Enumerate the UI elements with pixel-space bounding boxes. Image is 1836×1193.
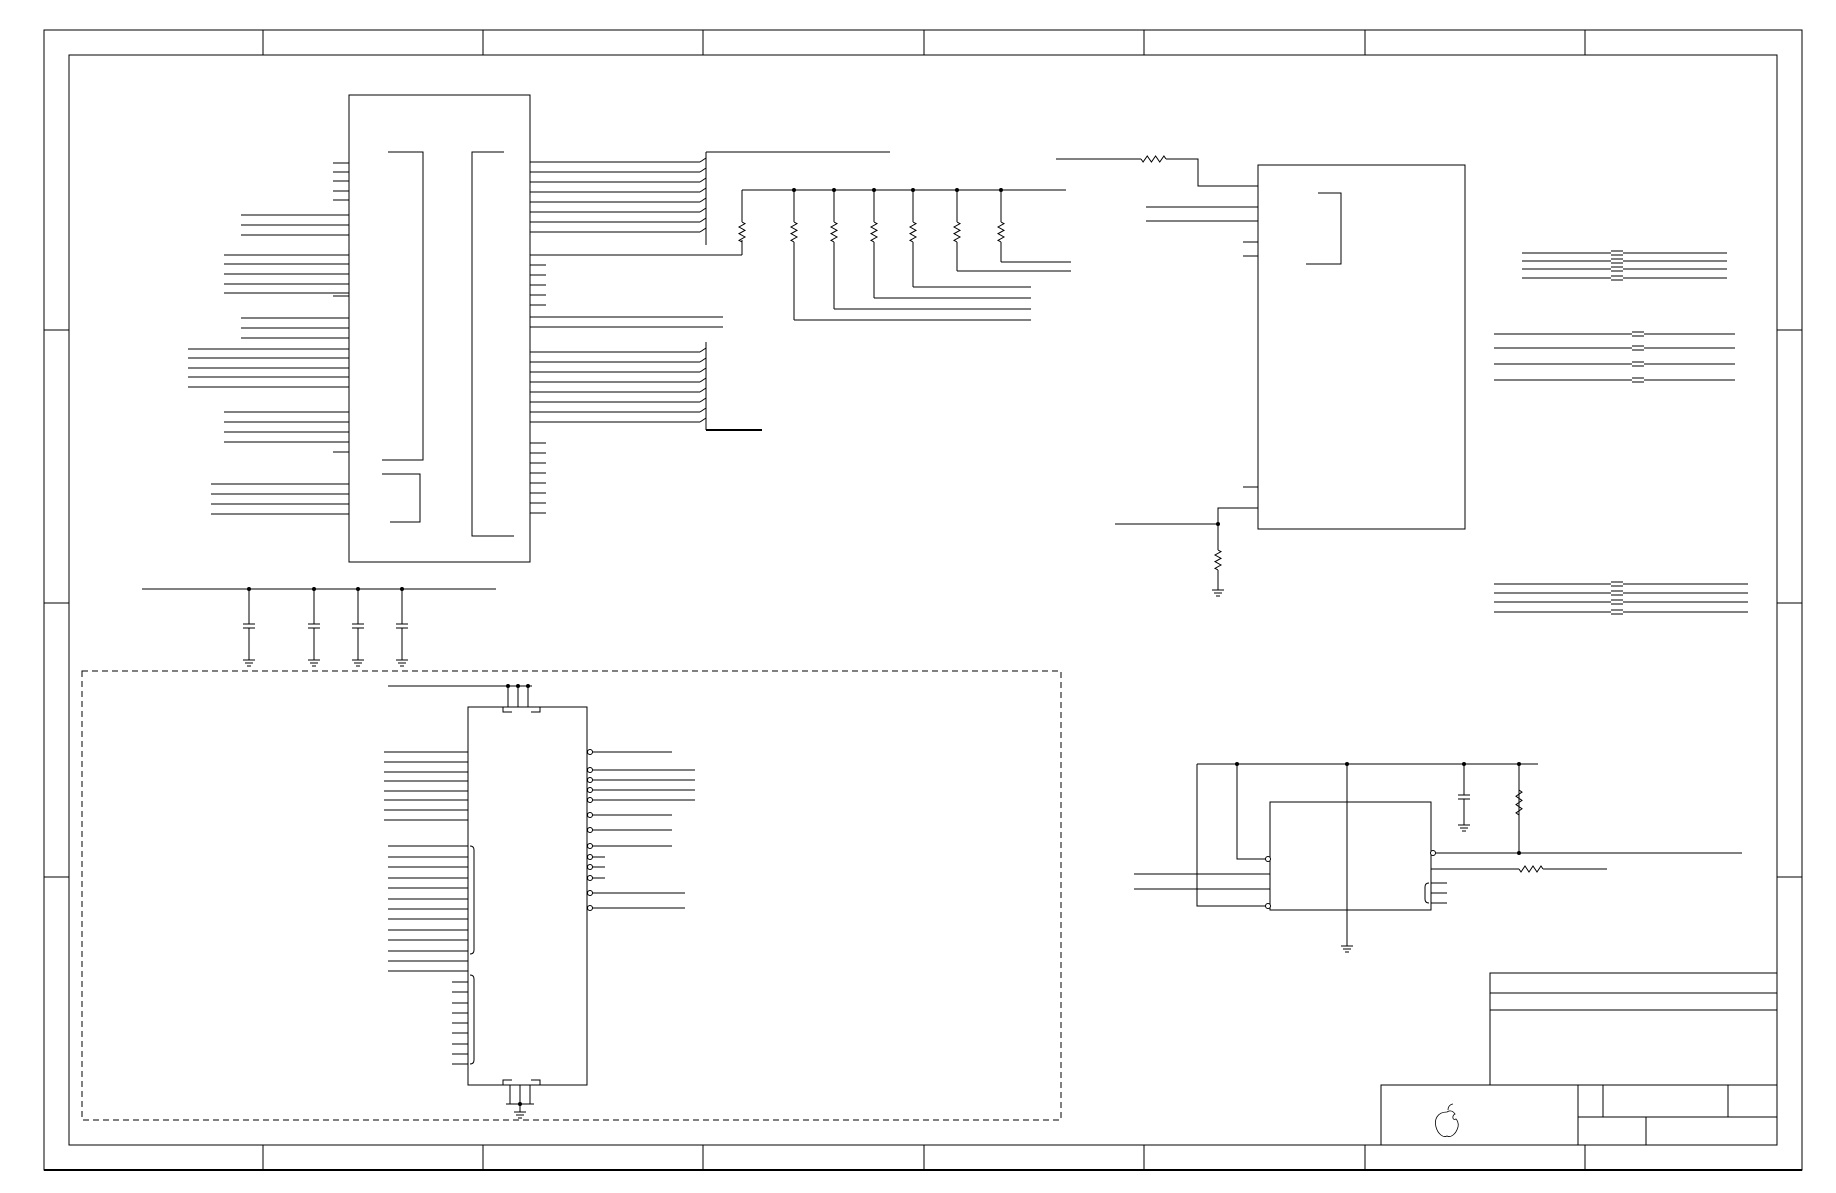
resistor-symbol	[996, 221, 1006, 243]
ic-u3-pins	[384, 684, 695, 1119]
ic-u2-top-right	[1056, 158, 1466, 530]
ic-u1-main	[348, 94, 531, 563]
pin-bracket	[502, 707, 512, 713]
pin-bubble	[1265, 903, 1271, 909]
bus-entry	[699, 227, 707, 233]
pin-bubble	[587, 854, 593, 860]
resistor-symbol	[1515, 789, 1523, 816]
bus-entry	[699, 197, 707, 203]
resistor-symbol	[737, 221, 747, 243]
pin-bubble	[587, 843, 593, 849]
decoupling-capacitor-group	[243, 587, 408, 667]
pin-bubble	[587, 787, 593, 793]
bus-entry	[699, 157, 707, 163]
junction-dot	[1345, 762, 1349, 766]
ground-symbol	[396, 659, 408, 667]
ground-symbol	[514, 1111, 526, 1119]
u2-reset-network	[1140, 155, 1224, 597]
capacitor-symbol	[396, 623, 408, 629]
pin-bubble	[587, 797, 593, 803]
ic-u1-pins	[188, 162, 546, 515]
bus-entry	[699, 177, 707, 183]
pin-bubble	[587, 864, 593, 870]
ground-symbol	[308, 659, 320, 667]
pin-bubble	[1430, 850, 1436, 856]
bus-entry	[699, 357, 707, 363]
ic-u4-bottom-right	[1134, 763, 1742, 911]
junction-dot	[526, 684, 530, 688]
resistor-symbol	[1140, 155, 1167, 163]
u1-right-bus	[530, 151, 890, 431]
ground-symbol	[1341, 945, 1353, 953]
pin-bubble	[587, 875, 593, 881]
sheet-border	[43, 29, 1803, 1171]
pin-bubble	[587, 827, 593, 833]
pin-bracket	[531, 707, 541, 713]
capacitor-symbol	[352, 623, 364, 629]
resistor-symbol	[1518, 865, 1544, 873]
resistor-symbol	[1213, 549, 1223, 571]
bus-entry	[699, 397, 707, 403]
ground-symbol	[1458, 824, 1470, 832]
junction-dot	[1517, 851, 1521, 855]
junction-dot	[1517, 762, 1521, 766]
resistor-symbol	[908, 221, 918, 243]
pin-bubble	[1265, 856, 1271, 862]
resistor-symbol	[952, 221, 962, 243]
pin-bubble	[587, 890, 593, 896]
junction-dot	[1235, 762, 1239, 766]
capacitor-symbol	[1458, 794, 1470, 800]
bus-entry	[699, 347, 707, 353]
ground-symbol	[352, 659, 364, 667]
bus-entry	[699, 407, 707, 413]
right-signal-bundles	[1494, 250, 1748, 615]
title-block	[1380, 972, 1778, 1146]
bus-entry	[699, 367, 707, 373]
pin-bracket	[531, 1079, 541, 1085]
pin-bubble	[587, 749, 593, 755]
capacitor-symbol	[243, 623, 255, 629]
pin-bubble	[587, 905, 593, 911]
zone-markers	[44, 30, 1802, 1170]
bus-entry	[699, 207, 707, 213]
junction-dot	[506, 684, 510, 688]
ic-u3-dashed-region	[388, 685, 588, 1086]
dashed-region-outline	[81, 670, 1062, 1121]
apple-logo-icon	[1435, 1103, 1459, 1137]
resistor-symbol	[869, 221, 879, 243]
capacitor-symbol	[308, 623, 320, 629]
resistor-symbol	[789, 221, 799, 243]
bus-entry	[699, 417, 707, 423]
u4-passives	[1235, 762, 1544, 953]
pin-bracket	[1424, 882, 1430, 904]
bus-entry	[699, 187, 707, 193]
bus-entry	[699, 377, 707, 383]
bus-entry	[699, 387, 707, 393]
ground-symbol	[243, 659, 255, 667]
bus-entry	[699, 217, 707, 223]
junction-dot	[516, 684, 520, 688]
pullup-resistors	[737, 188, 1071, 321]
pin-bracket	[502, 1079, 512, 1085]
pin-bubble	[587, 812, 593, 818]
pin-bubble	[587, 767, 593, 773]
pin-bubble	[587, 777, 593, 783]
ground-symbol	[1212, 589, 1224, 597]
bus-entry	[699, 167, 707, 173]
resistor-symbol	[829, 221, 839, 243]
